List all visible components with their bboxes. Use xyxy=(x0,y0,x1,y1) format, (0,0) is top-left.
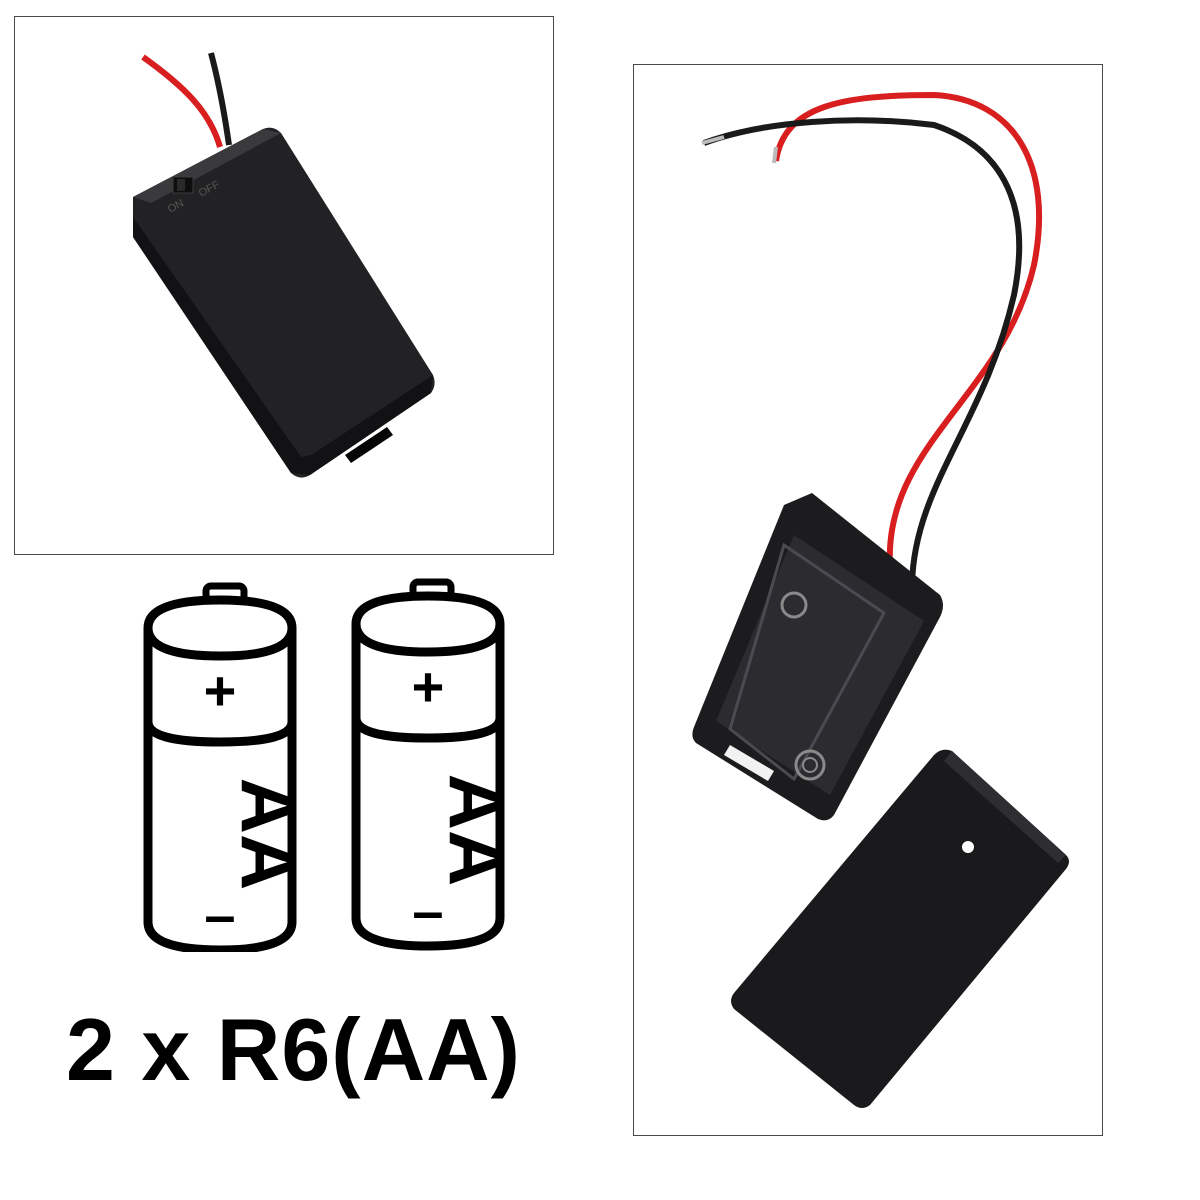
holder-slot-opening xyxy=(724,745,774,781)
battery-icons-svg: + AA – + AA – xyxy=(143,578,521,952)
battery-icons: + AA – + AA – xyxy=(30,572,620,952)
battery-2-type: AA xyxy=(433,774,521,887)
wire-tip-black xyxy=(701,135,725,145)
battery-1-type: AA xyxy=(225,778,313,891)
photo-closed-holder: ON OFF xyxy=(14,16,554,555)
holder-lid xyxy=(731,749,1069,1108)
red-wire xyxy=(773,91,1043,566)
closed-holder-illustration: ON OFF xyxy=(133,52,435,478)
battery-icon-1: + AA – xyxy=(143,582,313,952)
holder-top-edge xyxy=(133,129,281,203)
battery-1-minus: – xyxy=(204,883,235,946)
battery-2-plus: + xyxy=(412,655,445,718)
compartment-divider xyxy=(728,542,886,782)
red-wire xyxy=(141,54,223,148)
battery-spec-caption: 2 x R6(AA) xyxy=(66,1000,521,1099)
spring-contact-1 xyxy=(794,749,826,781)
switch-knob xyxy=(177,179,185,191)
battery-1-plus: + xyxy=(204,659,237,722)
spring-contact-2 xyxy=(780,591,808,619)
battery-2-minus: – xyxy=(412,879,443,942)
wire-tip-red xyxy=(772,146,778,164)
lid-edge xyxy=(944,751,1066,863)
photo-open-holder xyxy=(633,64,1103,1136)
black-wire xyxy=(208,52,232,146)
lid-hole xyxy=(962,841,974,853)
open-holder-illustration xyxy=(692,91,1069,1108)
black-wire xyxy=(702,117,1023,586)
holder-slot xyxy=(345,427,393,463)
battery-icon-2: + AA – xyxy=(351,578,521,951)
holder-body xyxy=(133,127,435,478)
